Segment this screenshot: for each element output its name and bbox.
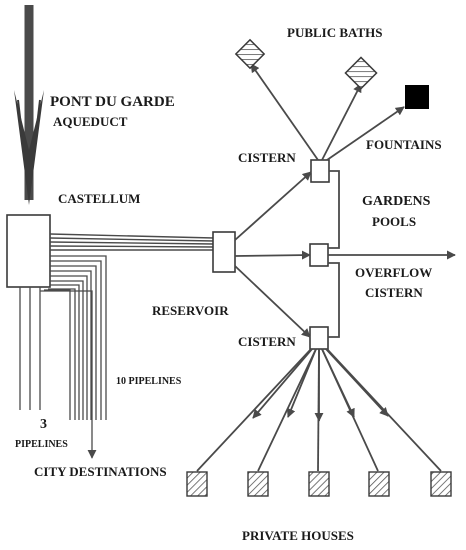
three-pipelines-label: PIPELINES xyxy=(15,439,68,450)
pools-label: POOLS xyxy=(372,214,416,229)
fountains-label: FOUNTAINS xyxy=(366,137,442,152)
public-baths-label: PUBLIC BATHS xyxy=(287,25,382,40)
castellum-label: CASTELLUM xyxy=(58,191,140,206)
reservoir-label: RESERVOIR xyxy=(152,303,229,318)
overflow-cistern-node xyxy=(309,243,329,267)
overflow-label-line1: OVERFLOW xyxy=(355,265,432,280)
source-label-line1: PONT DU GARDE xyxy=(50,94,175,110)
top-cistern-connections xyxy=(250,63,405,161)
private-house xyxy=(186,471,208,497)
bottom-cistern-connections xyxy=(196,348,442,472)
private-house xyxy=(308,471,330,497)
private-houses xyxy=(186,471,452,497)
three-pipelines xyxy=(19,287,41,410)
public-bath-1 xyxy=(234,38,266,70)
reservoir-box xyxy=(212,231,236,273)
aqueduct-inflow-arrow xyxy=(14,5,44,205)
cistern-top-node xyxy=(310,159,330,183)
ten-pipelines xyxy=(40,255,107,459)
private-house xyxy=(247,471,269,497)
cistern-bottom-label: CISTERN xyxy=(238,334,296,349)
overflow-label-line2: CISTERN xyxy=(365,285,423,300)
public-bath-2 xyxy=(344,56,378,90)
private-house xyxy=(430,471,452,497)
fountain-marker xyxy=(405,85,429,109)
three-label: 3 xyxy=(40,417,47,432)
castellum-box xyxy=(6,214,51,288)
private-houses-label: PRIVATE HOUSES xyxy=(242,528,354,543)
cistern-bottom-node xyxy=(309,326,329,350)
ten-pipelines-label: 10 PIPELINES xyxy=(116,376,182,387)
private-house xyxy=(368,471,390,497)
pipelines-to-reservoir xyxy=(49,233,215,251)
city-destinations-label: CITY DESTINATIONS xyxy=(34,464,167,479)
gardens-label: GARDENS xyxy=(362,194,431,209)
source-label-line2: AQUEDUCT xyxy=(53,114,128,129)
cistern-top-label: CISTERN xyxy=(238,150,296,165)
reservoir-connections xyxy=(234,170,456,338)
